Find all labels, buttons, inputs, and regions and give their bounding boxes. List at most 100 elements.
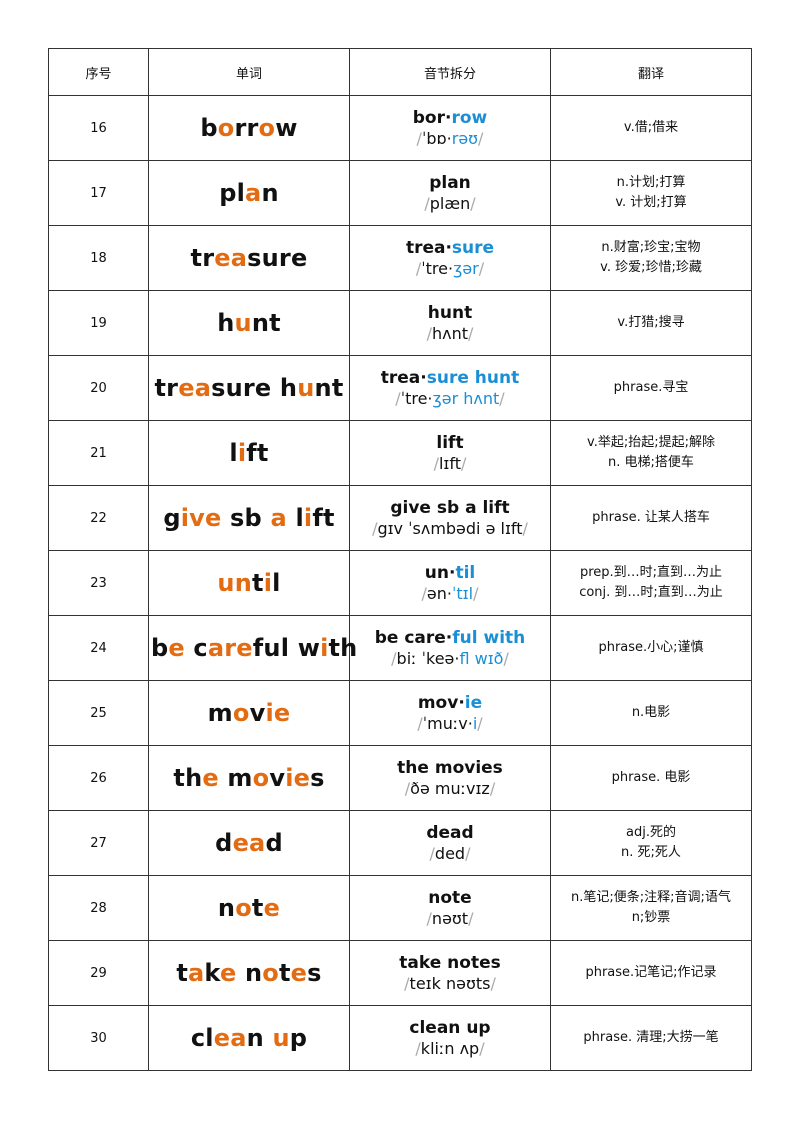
word-segment: t	[251, 894, 264, 922]
word-cell: lift	[148, 420, 350, 486]
syllable-segment: dead	[426, 822, 474, 843]
syllable-text: trea·sure	[352, 238, 548, 259]
word-segment: b	[151, 634, 169, 662]
word-segment: e	[290, 959, 308, 987]
word-segment: a	[270, 504, 287, 532]
translation-line: v. 计划;打算	[615, 195, 687, 210]
word-segment: h	[217, 309, 235, 337]
row-number: 17	[48, 160, 149, 226]
phonetic-slash: /	[421, 583, 427, 603]
syllable-segment: hunt	[427, 302, 473, 323]
word-text: until	[151, 569, 347, 597]
phonetic-text: /gɪv ˈsʌmbədi ə lɪft/	[352, 519, 548, 539]
word-text: treasure hunt	[151, 374, 347, 402]
word-cell: give sb a lift	[148, 485, 350, 551]
word-cell: the movies	[148, 745, 350, 811]
syllable-segment: plan	[429, 172, 471, 193]
translation-cell: phrase. 清理;大捞一笔	[550, 1005, 752, 1071]
word-text: dead	[151, 829, 347, 857]
phonetic-text: /lɪft/	[352, 454, 548, 474]
syllable-text: plan	[352, 173, 548, 194]
word-text: hunt	[151, 309, 347, 337]
row-number: 29	[48, 940, 149, 1006]
syllable-segment: ie	[464, 692, 483, 713]
phonetic-slash: /	[372, 518, 378, 538]
word-segment: th	[328, 634, 358, 662]
word-text: take notes	[151, 959, 347, 987]
word-cell: plan	[148, 160, 350, 226]
word-cell: treasure hunt	[148, 355, 350, 421]
syllable-cell: un·til/ən·ˈtɪl/	[349, 550, 551, 616]
syllable-text: take notes	[352, 953, 548, 974]
word-cell: treasure	[148, 225, 350, 291]
word-segment: ft	[312, 504, 335, 532]
translation-line: phrase.记笔记;作记录	[585, 965, 717, 980]
word-segment: t	[278, 959, 291, 987]
word-segment: pl	[219, 179, 246, 207]
word-segment: i	[303, 504, 313, 532]
translation-line: n;钞票	[631, 910, 671, 925]
word-segment: k	[204, 959, 220, 987]
syllable-segment: give sb a lift	[390, 497, 510, 518]
translation-line: n. 死;死人	[621, 845, 681, 860]
translation-cell: phrase.寻宝	[550, 355, 752, 421]
syllable-segment: bor·	[412, 107, 452, 128]
phonetic-text: /plæn/	[352, 194, 548, 214]
phonetic-slash: /	[503, 648, 509, 668]
word-text: note	[151, 894, 347, 922]
phonetic-text: /ən·ˈtɪl/	[352, 584, 548, 604]
phonetic-segment: kliːn ʌp	[420, 1038, 480, 1058]
word-text: be careful with	[151, 634, 357, 662]
translation-line: v.举起;抬起;提起;解除	[587, 435, 715, 450]
syllable-segment: lift	[436, 432, 464, 453]
syllable-segment: take notes	[399, 952, 501, 973]
word-segment: ea	[213, 1024, 247, 1052]
word-text: movie	[151, 699, 347, 727]
word-segment: cl	[190, 1024, 214, 1052]
syllable-cell: hunt/hʌnt/	[349, 290, 551, 356]
phonetic-slash: /	[404, 778, 411, 798]
syllable-text: dead	[352, 823, 548, 844]
syllable-text: bor·row	[352, 108, 548, 129]
word-segment: sure	[247, 244, 308, 272]
phonetic-segment: ˈbɒ·	[421, 128, 452, 148]
word-segment: e	[263, 894, 281, 922]
syllable-segment: note	[428, 887, 472, 908]
word-segment: ie	[285, 764, 311, 792]
translation-line: n.财富;珍宝;宝物	[601, 240, 701, 255]
translation-line: n.计划;打算	[616, 175, 686, 190]
word-segment: o	[235, 894, 252, 922]
phonetic-slash: /	[424, 193, 430, 213]
word-cell: borrow	[148, 95, 350, 161]
word-segment: u	[234, 309, 252, 337]
word-segment: m	[207, 699, 233, 727]
phonetic-segment: ʒər	[453, 258, 479, 278]
word-segment: ea	[214, 244, 248, 272]
syllable-cell: give sb a lift/gɪv ˈsʌmbədi ə lɪft/	[349, 485, 551, 551]
phonetic-slash: /	[404, 973, 410, 993]
phonetic-slash: /	[522, 518, 528, 538]
phonetic-segment: ˈtɪl	[452, 583, 474, 603]
syllable-text: the movies	[352, 758, 548, 779]
word-segment: ful w	[252, 634, 321, 662]
word-segment: l	[272, 569, 281, 597]
phonetic-text: /ˈmuːv·i/	[352, 714, 548, 734]
word-cell: note	[148, 875, 350, 941]
syllable-cell: take notes/teɪk nəʊts/	[349, 940, 551, 1006]
word-text: give sb a lift	[151, 504, 347, 532]
phonetic-text: /ðə muːvɪz/	[352, 779, 548, 799]
phonetic-segment: plæn	[429, 193, 471, 213]
word-segment: n	[261, 179, 279, 207]
phonetic-slash: /	[468, 323, 474, 343]
translation-line: v.借;借来	[623, 120, 679, 135]
word-segment: un	[217, 569, 252, 597]
word-cell: take notes	[148, 940, 350, 1006]
translation-line: n.电影	[631, 705, 671, 720]
